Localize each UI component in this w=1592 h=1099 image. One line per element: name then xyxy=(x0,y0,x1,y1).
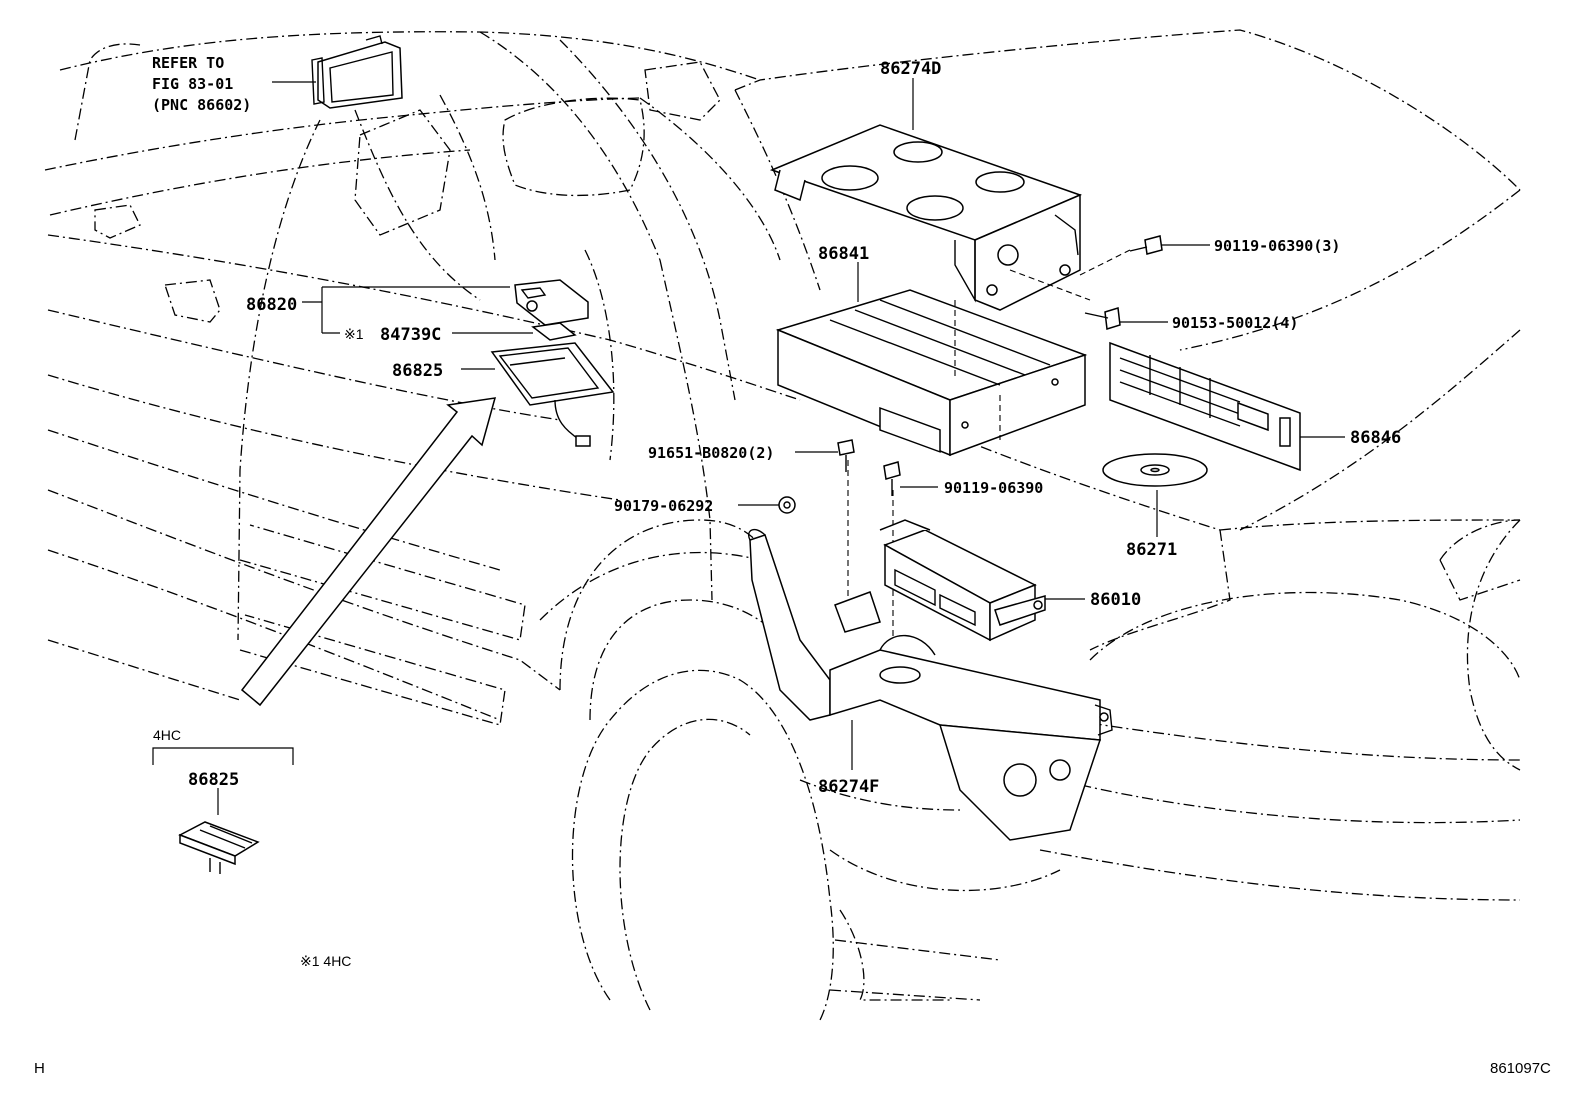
corner-left-code: H xyxy=(34,1060,45,1077)
refer-note-line3: (PNC 86602) xyxy=(152,96,251,114)
refer-note-line2: FIG 83-01 xyxy=(152,75,233,93)
bolt-90153-50012-4 xyxy=(1084,307,1121,330)
label-90153-50012-4: 90153-50012(4) xyxy=(1172,314,1298,332)
label-90119-06390-3: 90119-06390(3) xyxy=(1214,237,1340,255)
align-line xyxy=(1009,269,1091,301)
bolt-90119-06390 xyxy=(883,461,901,496)
label-86825: 86825 xyxy=(392,361,443,381)
nut-90179-06292 xyxy=(778,496,796,514)
bolt-91651-B0820 xyxy=(837,439,855,472)
label-86274F: 86274F xyxy=(818,777,879,797)
label-86271: 86271 xyxy=(1126,540,1177,560)
label-91651-B0820-2: 91651-B0820(2) xyxy=(648,444,774,462)
panel-86846 xyxy=(1109,341,1301,472)
switch-86820 xyxy=(514,279,589,326)
label-84739C-mark: ※1 xyxy=(344,326,364,342)
switch-bezel-86825 xyxy=(490,342,615,447)
inset-variant-label: 4HC xyxy=(153,727,181,743)
label-86846: 86846 xyxy=(1350,428,1401,448)
label-84739C: 84739C xyxy=(380,325,441,345)
module-86010 xyxy=(879,519,1046,642)
pointer-arrow xyxy=(240,397,497,707)
footnote: ※1 4HC xyxy=(300,953,351,969)
cd-changer-86841 xyxy=(775,289,1088,457)
label-90179-06292: 90179-06292 xyxy=(614,497,713,515)
label-86820: 86820 xyxy=(246,295,297,315)
inset-part-label: 86825 xyxy=(188,770,239,790)
illustration-number: 861097C xyxy=(1490,1060,1551,1077)
disc-86271 xyxy=(1102,453,1208,487)
clip-84739C xyxy=(531,322,577,341)
label-86010: 86010 xyxy=(1090,590,1141,610)
label-90119-06390: 90119-06390 xyxy=(944,479,1043,497)
inset-bracket xyxy=(152,747,294,765)
switch-bezel-86825-4hc xyxy=(178,821,260,874)
upper-bracket-86274D xyxy=(769,124,1083,311)
refer-note-line1: REFER TO xyxy=(152,54,224,72)
bolt-90119-06390-3 xyxy=(1129,235,1163,255)
inset-4hc xyxy=(152,747,294,874)
align-line xyxy=(1079,249,1131,276)
lower-bracket-86274F xyxy=(748,528,1113,841)
display-unit-illustration xyxy=(311,35,403,109)
label-86841: 86841 xyxy=(818,244,869,264)
label-86274D: 86274D xyxy=(880,59,941,79)
